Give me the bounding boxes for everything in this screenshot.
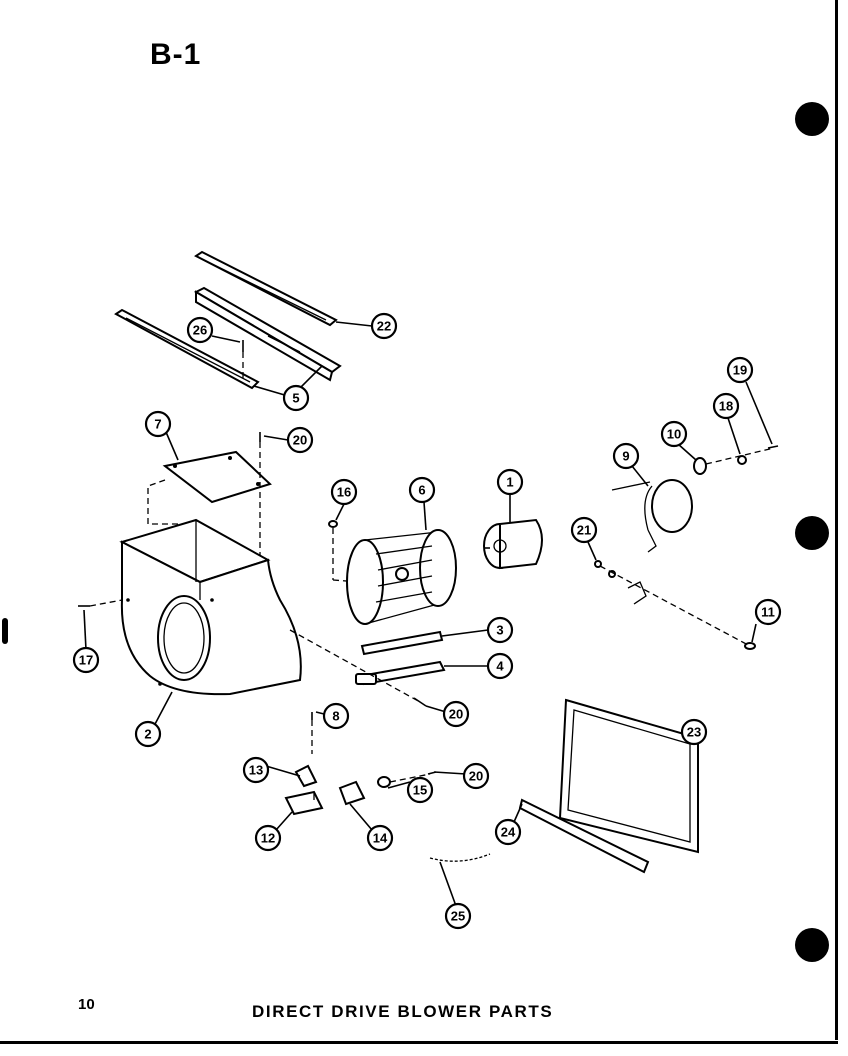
svg-text:2: 2	[144, 727, 151, 742]
part-cover-plate	[162, 450, 272, 504]
svg-text:21: 21	[577, 523, 591, 538]
svg-text:7: 7	[154, 417, 161, 432]
part-capacitor	[284, 790, 324, 816]
part-channel-bracket	[193, 286, 342, 382]
svg-text:12: 12	[261, 831, 275, 846]
part-rail-lower	[114, 308, 260, 390]
svg-text:9: 9	[622, 449, 629, 464]
callout-3: 3	[486, 616, 514, 644]
callout-11: 11	[754, 598, 782, 626]
part-strain-relief	[338, 780, 366, 806]
callout-7: 7	[144, 410, 172, 438]
part-rail-top	[194, 250, 338, 327]
binder-hole-middle	[795, 516, 829, 550]
part-motor-mount	[611, 479, 693, 553]
svg-text:14: 14	[373, 831, 388, 846]
part-strip-3	[360, 630, 444, 656]
svg-text:20: 20	[293, 433, 307, 448]
binder-hole-top	[795, 102, 829, 136]
svg-text:4: 4	[496, 659, 504, 674]
svg-text:23: 23	[687, 725, 701, 740]
svg-text:15: 15	[413, 783, 427, 798]
svg-text:26: 26	[193, 323, 207, 338]
svg-text:8: 8	[332, 709, 339, 724]
callout-9: 9	[612, 442, 640, 470]
svg-text:20: 20	[449, 707, 463, 722]
callout-25: 25	[444, 902, 472, 930]
callout-20-b: 20	[442, 700, 470, 728]
part-screw-lower	[289, 629, 427, 707]
svg-text:19: 19	[733, 363, 747, 378]
callout-20-c: 20	[462, 762, 490, 790]
assembly-guide-cover	[147, 479, 180, 525]
part-strip-4	[355, 660, 446, 686]
part-filter-frame	[558, 698, 699, 854]
leader-lines	[83, 321, 773, 907]
callout-2: 2	[134, 720, 162, 748]
callout-23: 23	[680, 718, 708, 746]
binder-hole-bottom	[795, 928, 829, 962]
part-washer	[693, 457, 707, 475]
callout-14: 14	[366, 824, 394, 852]
page-section-label: B-1	[150, 38, 202, 71]
callout-6: 6	[408, 476, 436, 504]
callout-26: 26	[186, 316, 214, 344]
callout-18: 18	[712, 392, 740, 420]
callout-22: 22	[370, 312, 398, 340]
part-bead-chain	[429, 853, 491, 862]
callout-24: 24	[494, 818, 522, 846]
part-mount-bracket	[594, 560, 756, 650]
svg-text:17: 17	[79, 653, 93, 668]
binder-edge-mark	[2, 618, 8, 644]
svg-text:16: 16	[337, 485, 351, 500]
svg-text:20: 20	[469, 769, 483, 784]
part-motor	[483, 518, 543, 570]
part-blower-housing	[119, 518, 302, 696]
svg-text:22: 22	[377, 319, 391, 334]
svg-text:18: 18	[719, 399, 733, 414]
part-screw-17	[78, 599, 123, 607]
callout-4: 4	[486, 652, 514, 680]
callout-13: 13	[242, 756, 270, 784]
part-clip-15	[377, 771, 437, 788]
part-bolt	[705, 445, 779, 465]
part-blower-wheel	[346, 529, 457, 625]
callout-19: 19	[726, 356, 754, 384]
svg-text:6: 6	[418, 483, 425, 498]
svg-text:10: 10	[667, 427, 681, 442]
svg-text:24: 24	[501, 825, 516, 840]
callout-1: 1	[496, 468, 524, 496]
callout-20-a: 20	[286, 426, 314, 454]
part-clip-13	[294, 712, 318, 788]
callout-10: 10	[660, 420, 688, 448]
svg-text:11: 11	[761, 605, 775, 620]
callout-8: 8	[322, 702, 350, 730]
callout-5: 5	[282, 384, 310, 412]
page-border-right	[835, 0, 838, 1040]
page-number: 10	[78, 996, 95, 1013]
page-border-bottom	[0, 1041, 838, 1044]
callout-12: 12	[254, 824, 282, 852]
callout-16: 16	[330, 478, 358, 506]
diagram-caption: DIRECT DRIVE BLOWER PARTS	[252, 1002, 554, 1021]
callout-17: 17	[72, 646, 100, 674]
part-nut	[737, 455, 747, 465]
svg-text:1: 1	[506, 475, 513, 490]
svg-text:13: 13	[249, 763, 263, 778]
callout-15: 15	[406, 776, 434, 804]
callout-21: 21	[570, 516, 598, 544]
svg-text:5: 5	[292, 391, 299, 406]
svg-text:3: 3	[496, 623, 503, 638]
svg-text:25: 25	[451, 909, 465, 924]
